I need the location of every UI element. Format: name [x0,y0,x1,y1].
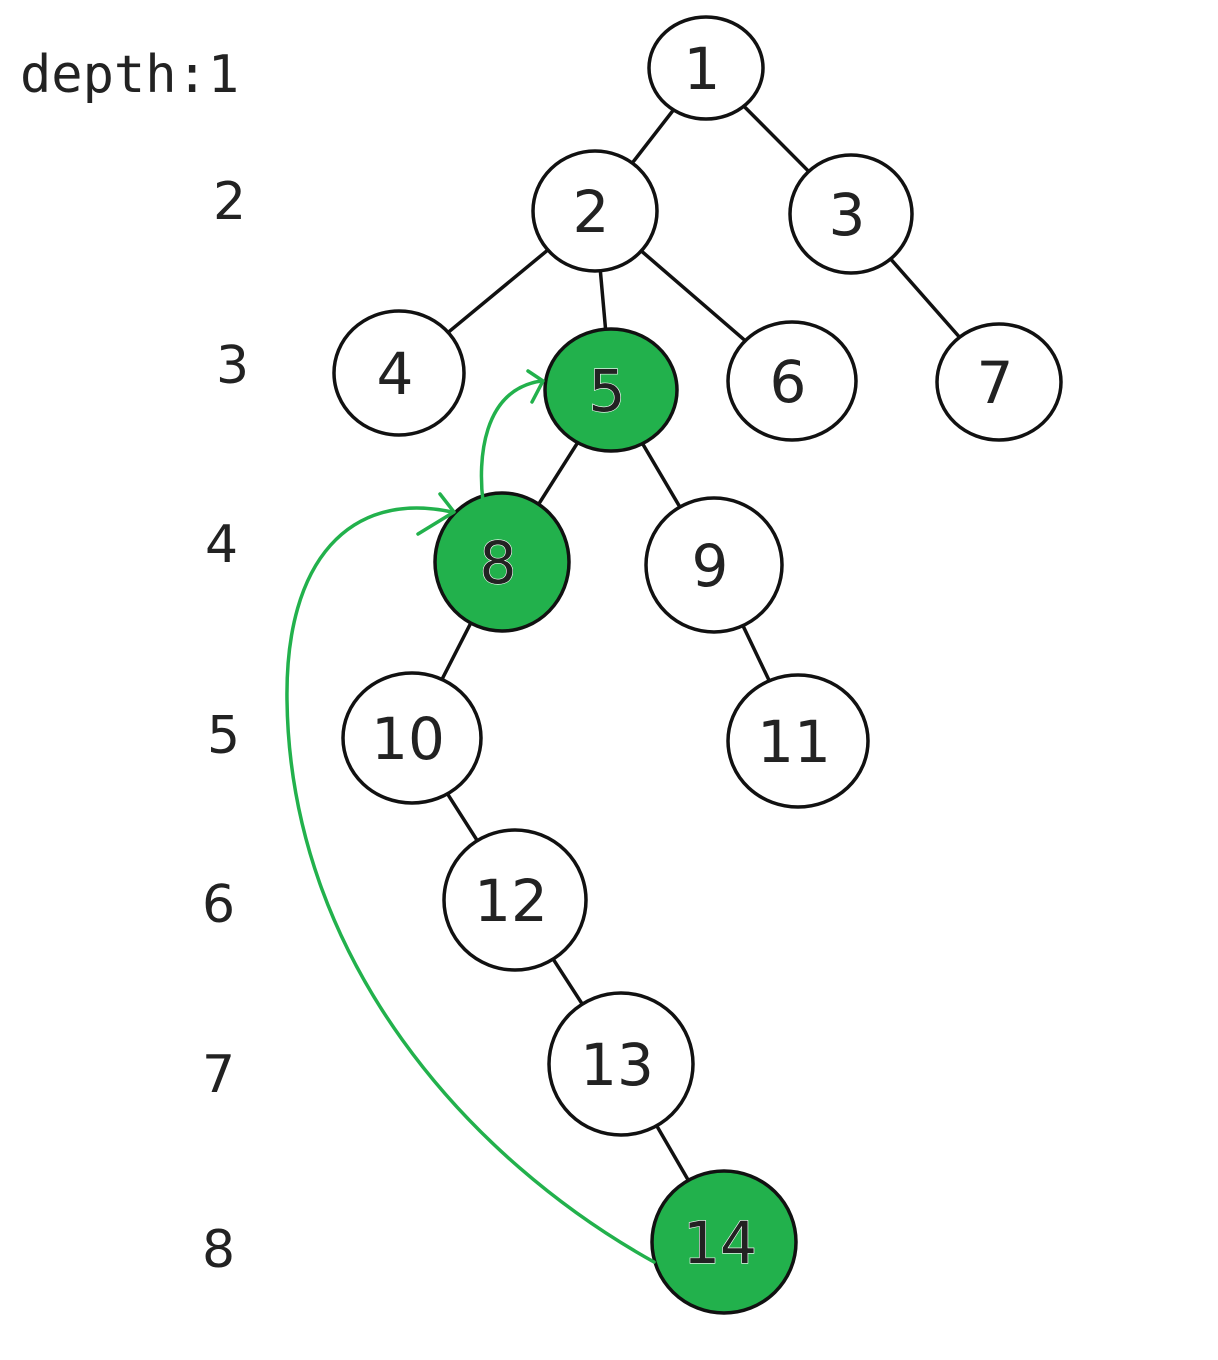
tree-node-10: 10 [341,671,483,805]
node-label-9: 9 [692,532,729,600]
tree-node-6: 6 [726,320,858,442]
edge-12-13 [550,956,585,1007]
node-label-7: 7 [977,349,1014,417]
node-circle-8 [433,491,571,633]
edge-9-11 [740,623,772,684]
tree-node-1: 1 [647,15,765,121]
node-label-8: 8 [480,529,517,597]
jump-arrowhead-14-to-8 [416,492,456,536]
jump-arrowhead-8-to-5 [526,369,545,404]
node-circle-12 [442,828,588,972]
jump-arrow-14-to-8 [285,506,656,1264]
node-circle-10 [341,671,483,805]
node-label-6: 6 [770,348,807,416]
edge-10-12 [444,791,480,844]
depth-label-8: 8 [202,1220,235,1280]
depth-label-6: 6 [202,875,235,935]
node-circle-13 [547,991,695,1137]
node-label-14: 14 [683,1209,757,1277]
node-label-4: 4 [377,340,414,408]
node-circle-3 [788,153,914,275]
node-label-3: 3 [829,181,866,249]
edge-5-8 [536,440,581,507]
tree-node-11: 11 [726,673,870,809]
tree-node-8: 8 [433,491,571,633]
depth-label-5: 5 [207,706,240,766]
node-circle-14 [650,1169,798,1315]
tree-node-3: 3 [788,153,914,275]
node-label-5: 5 [589,357,626,425]
depth-label-7: 7 [202,1045,235,1105]
jump-arrows [285,369,656,1264]
node-label-13: 13 [580,1031,654,1099]
tree-node-13: 13 [547,991,695,1137]
node-circle-4 [332,309,466,437]
edge-13-14 [654,1122,691,1184]
edge-3-7 [888,256,962,340]
tree-node-4: 4 [332,309,466,437]
node-circle-5 [543,327,679,453]
depth-labels: depth:1 2 3 4 5 6 7 8 [20,45,249,1280]
depth-label-3: 3 [216,336,249,396]
node-label-11: 11 [757,708,831,776]
node-circle-6 [726,320,858,442]
tree-edges [439,103,962,1184]
edge-2-4 [445,247,551,335]
tree-node-2: 2 [531,149,659,273]
depth-label-2: 2 [213,172,246,232]
node-label-1: 1 [684,35,721,103]
node-circle-9 [644,496,784,634]
jump-arrow-8-to-5 [479,379,543,504]
node-label-2: 2 [573,178,610,246]
tree-node-9: 9 [644,496,784,634]
depth-label-1: depth:1 [20,45,239,105]
edge-2-5 [598,268,608,332]
node-label-12: 12 [474,867,548,935]
edge-2-6 [638,248,748,344]
tree-node-14: 14 [650,1169,798,1315]
edge-1-3 [741,103,812,174]
node-circle-2 [531,149,659,273]
tree-node-12: 12 [442,828,588,972]
node-circle-1 [647,15,765,121]
node-label-10: 10 [371,705,445,773]
depth-label-4: 4 [205,515,238,575]
tree-node-5: 5 [543,327,679,453]
edge-1-2 [629,107,676,166]
tree-node-7: 7 [935,322,1063,442]
edge-8-10 [439,620,474,682]
node-circle-7 [935,322,1063,442]
edge-5-9 [640,441,683,510]
node-circle-11 [726,673,870,809]
